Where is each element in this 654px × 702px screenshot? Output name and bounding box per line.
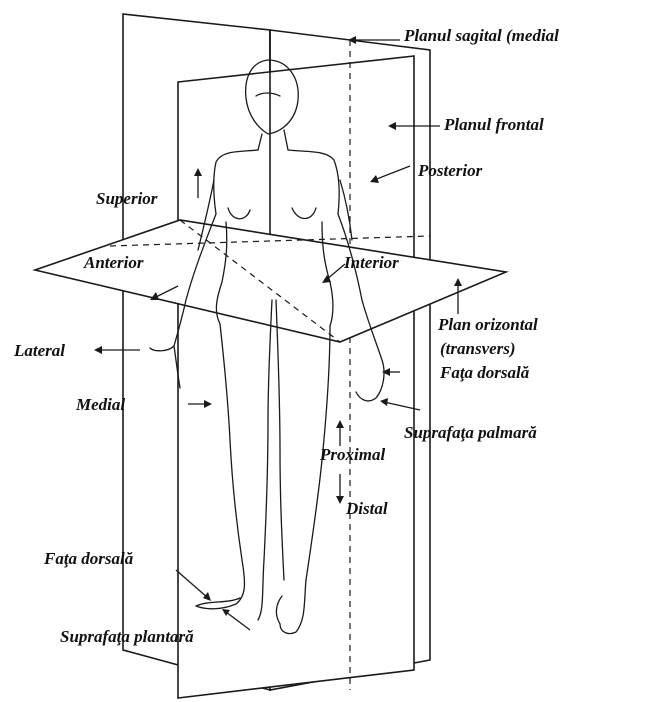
label-anterior: Anterior: [84, 254, 144, 271]
label-proximal: Proximal: [320, 446, 385, 463]
label-superior: Superior: [96, 190, 157, 207]
label-fata-dorsala-hand: Faţa dorsală: [440, 364, 529, 381]
label-posterior: Posterior: [418, 162, 482, 179]
label-plan-orizontal: Plan orizontal: [438, 316, 538, 333]
label-distal: Distal: [346, 500, 388, 517]
label-medial: Medial: [76, 396, 125, 413]
label-frontal-plane: Planul frontal: [444, 116, 544, 133]
label-sagittal-plane: Planul sagital (medial: [404, 27, 559, 44]
label-interior: Interior: [344, 254, 399, 271]
label-fata-dorsala-foot: Faţa dorsală: [44, 550, 133, 567]
label-palmara: Suprafaţa palmară: [404, 424, 537, 441]
label-lateral: Lateral: [14, 342, 65, 359]
frontal-plane: [178, 56, 414, 698]
label-transvers: (transvers): [440, 340, 516, 357]
label-plantara: Suprafaţa plantară: [60, 628, 194, 645]
